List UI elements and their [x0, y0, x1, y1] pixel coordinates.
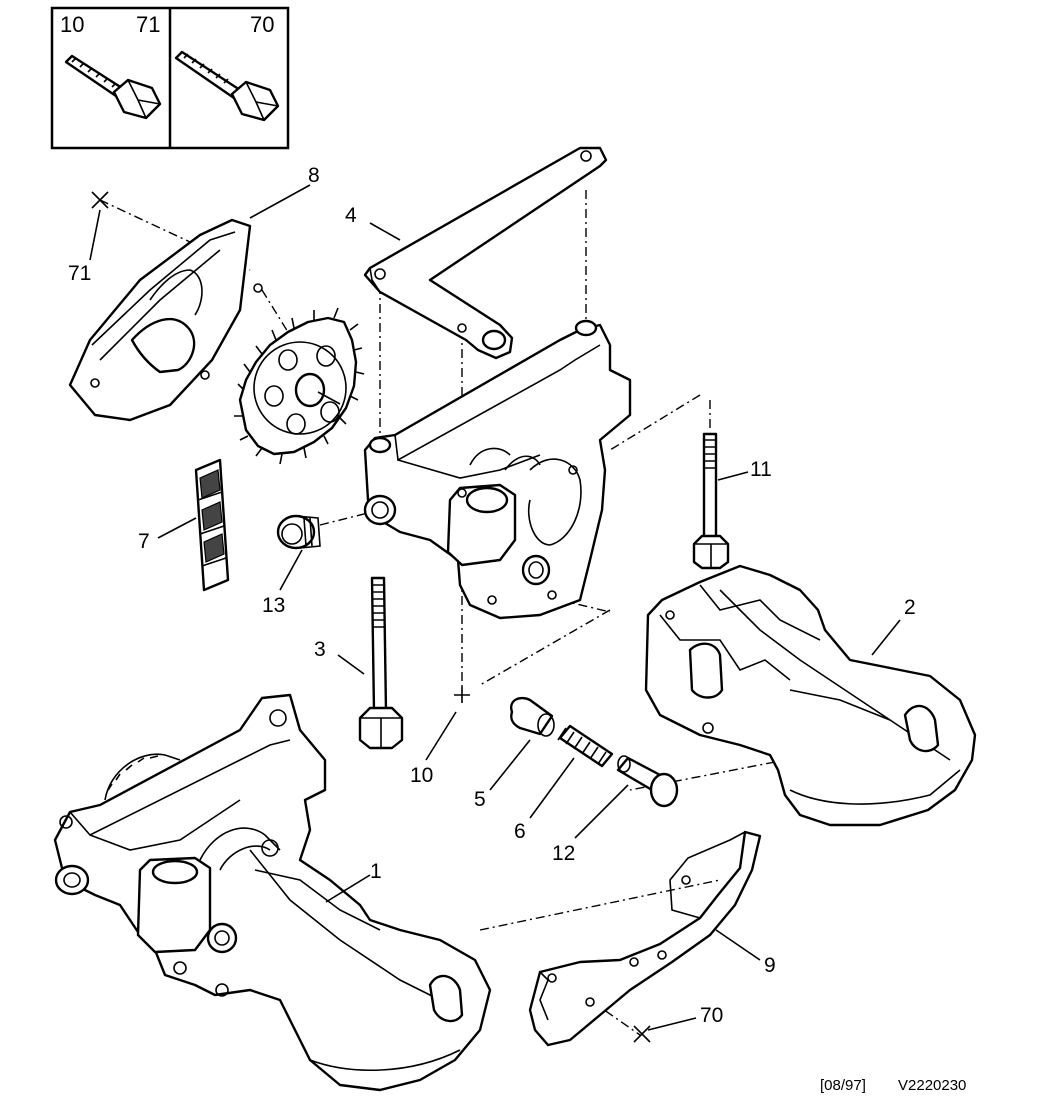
callout-8: 8 — [308, 164, 320, 187]
leader-lines — [89, 184, 901, 1043]
inset-label-71: 71 — [136, 12, 160, 37]
sprocket-gear — [234, 307, 365, 465]
pump-body-upper — [363, 319, 632, 620]
screw-icon-right — [174, 50, 280, 122]
callout-12: 12 — [552, 842, 575, 865]
part-7-chain — [194, 458, 230, 592]
part-13-plug — [276, 514, 321, 550]
callout-4: 4 — [345, 204, 357, 227]
footer-date-code: [08/97] — [820, 1077, 866, 1094]
callout-6: 6 — [514, 820, 526, 843]
part-11-bolt — [692, 432, 730, 570]
part-6-spring — [557, 724, 614, 768]
inset-label-70: 70 — [250, 12, 274, 37]
callout-10: 10 — [410, 764, 433, 787]
callout-1: 1 — [370, 860, 382, 883]
part-1-assembled-pump — [53, 693, 492, 1092]
part-12-pin — [616, 755, 679, 808]
screw-icon-left — [64, 54, 162, 120]
callout-7: 7 — [138, 530, 150, 553]
part-9-baffle — [528, 830, 762, 1047]
part-5-valve — [510, 696, 555, 737]
fastener-inset: 10 71 70 — [50, 6, 290, 150]
part-4-bracket — [363, 146, 608, 360]
callout-11: 11 — [750, 458, 772, 481]
callout-labels: 8 4 71 11 7 13 2 3 10 5 6 12 1 9 70 — [68, 164, 916, 1027]
part-3-bolt — [358, 576, 404, 750]
callout-71: 71 — [68, 262, 91, 285]
callout-5: 5 — [474, 788, 486, 811]
footer-ref-code: V2220230 — [898, 1077, 966, 1094]
callout-13: 13 — [262, 594, 285, 617]
callout-2: 2 — [904, 596, 916, 619]
part-2-strainer — [644, 564, 977, 827]
alignment-lines — [99, 190, 776, 1036]
part-8-cover — [68, 218, 263, 422]
callout-70: 70 — [700, 1004, 723, 1027]
part-10-marker — [454, 687, 470, 703]
footer-codes: [08/97] V2220230 — [820, 1077, 966, 1094]
callout-9: 9 — [764, 954, 776, 977]
inset-label-10: 10 — [60, 12, 84, 37]
callout-3: 3 — [314, 638, 326, 661]
